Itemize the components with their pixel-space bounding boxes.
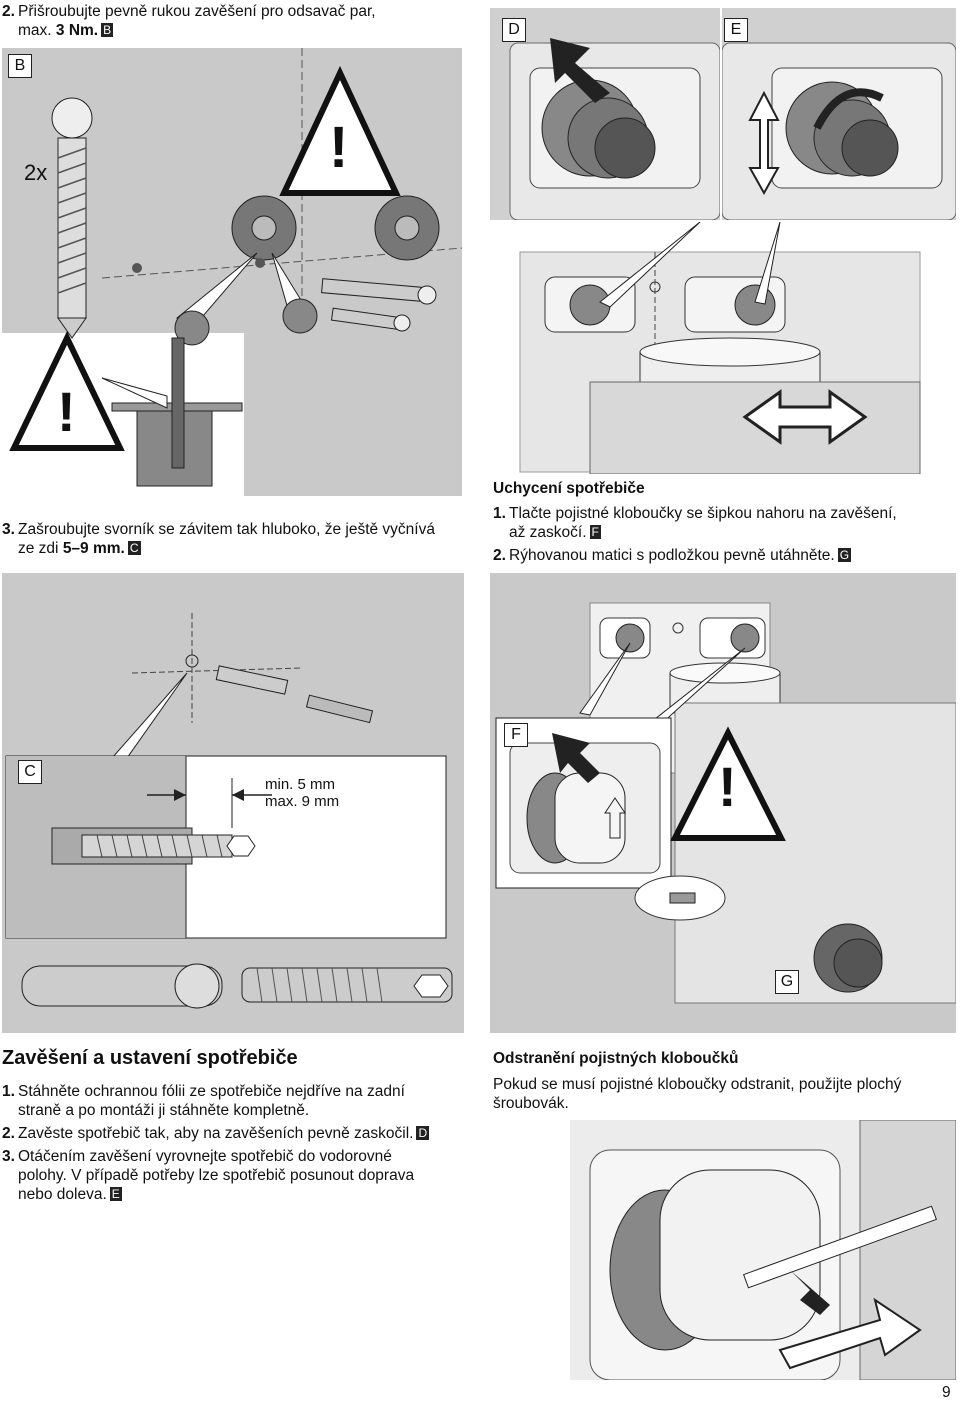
appliance-mount-view: [490, 222, 956, 474]
instruction-step-3: 3. Zašroubujte svorník se závitem tak hl…: [2, 521, 435, 557]
warning-icon: !: [329, 115, 349, 180]
figure-ref-g: G: [837, 548, 852, 562]
figure-e-illustration: [722, 42, 956, 220]
figure-label-g: G: [775, 970, 799, 994]
figure-ref-c: C: [127, 541, 141, 555]
section-heading-mounting: Uchycení spotřebiče: [493, 480, 645, 497]
hang-step-1: 1. Stáhněte ochrannou fólii ze spotřebič…: [2, 1083, 405, 1119]
figure-c: C min. 5 mm max. 9 mm: [2, 573, 464, 1033]
cap-removal-illustration: [570, 1120, 956, 1380]
figure-b-illustration: [2, 48, 462, 496]
figure-label-e: E: [724, 18, 748, 42]
step-2-line-1: Přišroubujte pevně rukou zavěšení pro od…: [18, 3, 376, 20]
figure-ref-d: D: [416, 1126, 430, 1140]
figure-d: D: [490, 8, 720, 220]
section-heading-cap-removal: Odstranění pojistných kloboučků: [493, 1050, 739, 1067]
quantity-label: 2x: [24, 160, 48, 185]
figure-c-illustration: [5, 613, 453, 1009]
hang-step-2: 2. Zavěste spotřebič tak, aby na zavěšen…: [2, 1125, 430, 1142]
figure-b: B 2x ! !: [2, 48, 462, 496]
mount-step-2: 2. Rýhovanou matici s podložkou pevně ut…: [493, 547, 852, 564]
figure-label-d: D: [502, 18, 526, 42]
cap-removal-text: Pokud se musí pojistné kloboučky odstran…: [493, 1076, 902, 1112]
page-number: 9: [942, 1384, 951, 1401]
min-dimension-label: min. 5 mm: [265, 776, 336, 793]
figure-label-c: C: [18, 760, 42, 784]
figure-cap-removal: [490, 1120, 956, 1380]
figure-ref-b: B: [101, 23, 114, 37]
figure-fg-illustration: [495, 602, 956, 1004]
warning-icon-2: !: [57, 380, 76, 443]
figure-d-illustration: [509, 38, 720, 220]
figure-e: E: [722, 8, 956, 220]
figure-label-f: F: [504, 723, 528, 747]
warning-icon-3: !: [718, 755, 737, 818]
section-heading-hanging: Zavěšení a ustavení spotřebiče: [2, 1047, 298, 1069]
hang-step-3: 3. Otáčením zavěšení vyrovnejte spotřebi…: [2, 1148, 415, 1203]
figure-ref-e: E: [109, 1187, 122, 1201]
max-dimension-label: max. 9 mm: [265, 793, 340, 810]
mount-step-1: 1. Tlačte pojistné kloboučky se šipkou n…: [493, 505, 897, 541]
figure-fg: F ! G: [490, 573, 956, 1033]
figure-label-b: B: [8, 54, 32, 78]
instruction-step-2: 2. Přišroubujte pevně rukou zavěšení pro…: [2, 2, 472, 39]
figure-ref-f: F: [589, 525, 601, 539]
